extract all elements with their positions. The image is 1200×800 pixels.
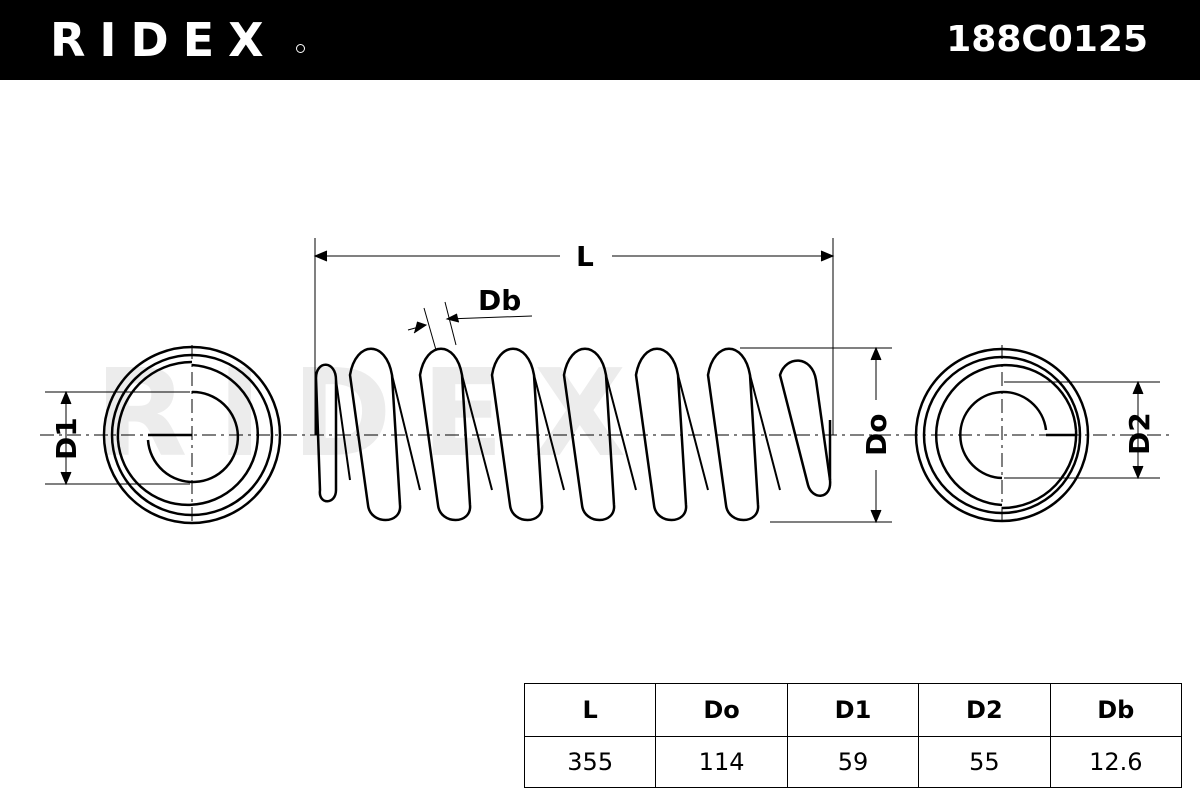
db-label: Db (478, 284, 521, 317)
spec-value-do: 114 (655, 736, 788, 788)
l-dimension (313, 238, 835, 435)
spec-header-d1: D1 (786, 683, 920, 737)
spec-header-d2: D2 (918, 683, 1051, 737)
spec-header-row: L Do D1 D2 Db (523, 683, 1183, 737)
spec-value-row: 355 114 59 55 12.6 (523, 736, 1183, 788)
registered-mark-icon (296, 44, 305, 53)
brand-logo: RIDEX (50, 13, 278, 67)
do-dimension (740, 346, 892, 524)
db-dimension (407, 301, 533, 351)
spec-value-d1: 59 (786, 736, 920, 788)
right-end-view (914, 345, 1090, 525)
do-label: Do (860, 414, 893, 456)
spec-value-d2: 55 (918, 736, 1051, 788)
spring-side-view (314, 347, 832, 522)
spec-header-do: Do (655, 683, 788, 737)
d2-dimension (1004, 380, 1160, 480)
spec-value-db: 12.6 (1049, 736, 1183, 788)
spec-table: L Do D1 D2 Db 355 114 59 55 12.6 (523, 683, 1183, 788)
spec-header-l: L (523, 683, 657, 737)
spring-drawing: RIDEX D1 (40, 238, 1170, 525)
spec-value-l: 355 (523, 736, 657, 788)
l-label: L (576, 240, 594, 273)
spec-header-db: Db (1049, 683, 1183, 737)
watermark-logo: RIDEX (95, 345, 656, 484)
header-bar: RIDEX 188C0125 (0, 0, 1200, 80)
left-end-view (102, 345, 282, 525)
d2-label: D2 (1123, 412, 1156, 455)
d1-dimension (45, 390, 190, 486)
part-number: 188C0125 (946, 19, 1148, 60)
d1-label: D1 (50, 417, 83, 460)
